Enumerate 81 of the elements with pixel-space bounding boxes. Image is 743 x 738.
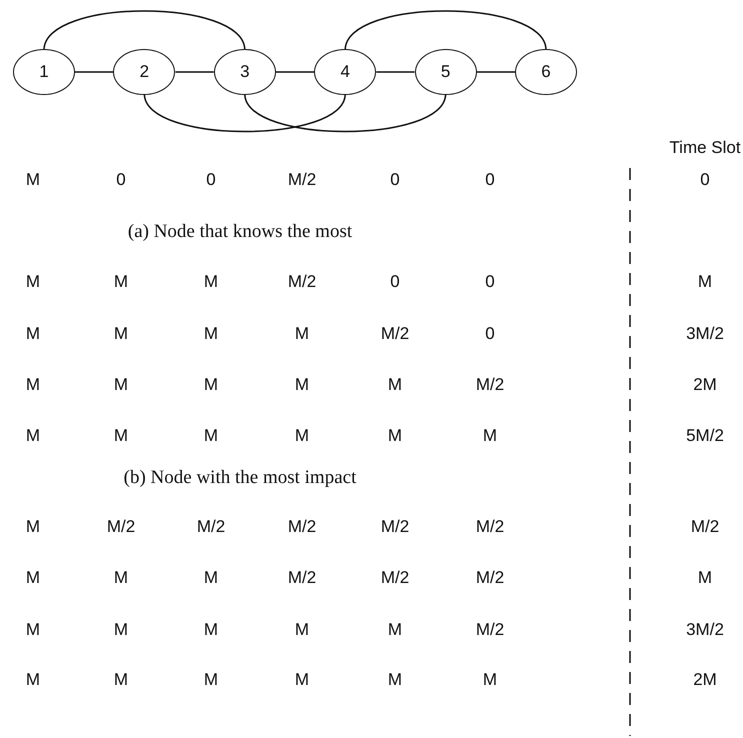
table-value: 0 <box>485 324 495 344</box>
connector-line <box>476 71 515 73</box>
table-value: 3M/2 <box>686 324 724 344</box>
table-value: M <box>204 620 218 640</box>
table-value: M <box>204 568 218 588</box>
table-value: M <box>204 426 218 446</box>
table-value: M/2 <box>288 170 316 190</box>
table-value: M <box>698 568 712 588</box>
table-value: M <box>204 375 218 395</box>
connector-line <box>43 10 246 50</box>
table-value: 0 <box>390 272 400 292</box>
table-value: M <box>204 272 218 292</box>
table-value: 0 <box>206 170 216 190</box>
node-number: 4 <box>340 62 350 82</box>
table-value: M <box>114 375 128 395</box>
table-value: M/2 <box>288 568 316 588</box>
table-value: M <box>482 426 498 446</box>
table-value: M <box>26 375 40 395</box>
table-value: M <box>26 620 40 640</box>
table-value: M/2 <box>476 568 504 588</box>
node-number: 6 <box>541 62 551 82</box>
table-value: M <box>26 324 40 344</box>
connector-line <box>144 94 346 132</box>
table-value: M/2 <box>690 517 720 537</box>
table-value: M/2 <box>196 517 226 537</box>
table-value: M <box>26 272 40 292</box>
table-value: M <box>388 426 402 446</box>
table-value: M <box>698 272 712 292</box>
table-value: M <box>114 324 128 344</box>
table-value: M <box>114 426 128 446</box>
table-value: M <box>114 272 128 292</box>
table-value: 2M <box>693 670 717 690</box>
table-value: M <box>388 670 402 690</box>
table-value: 0 <box>485 170 495 190</box>
table-value: M/2 <box>380 517 410 537</box>
table-value: 5M/2 <box>686 426 724 446</box>
table-value: M <box>26 517 40 537</box>
connector-line <box>344 10 547 50</box>
table-value: 0 <box>390 170 400 190</box>
node-number: 5 <box>440 62 450 82</box>
table-value: M/2 <box>288 517 316 537</box>
table-value: M <box>482 670 498 690</box>
connector-line <box>244 94 446 132</box>
table-value: M <box>26 568 40 588</box>
connector-line <box>175 71 214 73</box>
table-value: M <box>114 568 128 588</box>
table-value: M <box>294 375 310 395</box>
table-value: M <box>26 670 40 690</box>
caption: (b) Node with the most impact <box>124 467 356 489</box>
table-value: M <box>294 426 310 446</box>
table-value: M/2 <box>106 517 136 537</box>
table-value: 2M <box>693 375 717 395</box>
table-value: Time Slot <box>669 138 741 158</box>
table-value: 3M/2 <box>686 620 724 640</box>
node-number: 3 <box>240 62 250 82</box>
table-value: M/2 <box>380 568 410 588</box>
table-value: 0 <box>116 170 126 190</box>
table-value: M/2 <box>476 375 504 395</box>
caption: (a) Node that knows the most <box>128 221 352 243</box>
table-value: M <box>204 324 218 344</box>
connector-line <box>75 71 114 73</box>
table-value: 0 <box>485 272 495 292</box>
table-value: M/2 <box>288 272 316 292</box>
node-number: 1 <box>39 62 49 82</box>
table-value: 0 <box>700 170 710 190</box>
connector-line <box>376 71 415 73</box>
table-value: M <box>26 170 40 190</box>
connector-line <box>276 71 314 73</box>
table-value: M <box>388 620 402 640</box>
table-value: M <box>114 620 128 640</box>
table-value: M <box>294 670 310 690</box>
table-value: M <box>388 375 402 395</box>
table-value: M/2 <box>380 324 410 344</box>
node-number: 2 <box>140 62 150 82</box>
table-value: M/2 <box>476 517 504 537</box>
table-value: M <box>294 620 310 640</box>
table-value: M <box>204 670 218 690</box>
table-value: M <box>26 426 40 446</box>
table-value: M/2 <box>476 620 504 640</box>
table-value: M <box>294 324 310 344</box>
table-value: M <box>114 670 128 690</box>
